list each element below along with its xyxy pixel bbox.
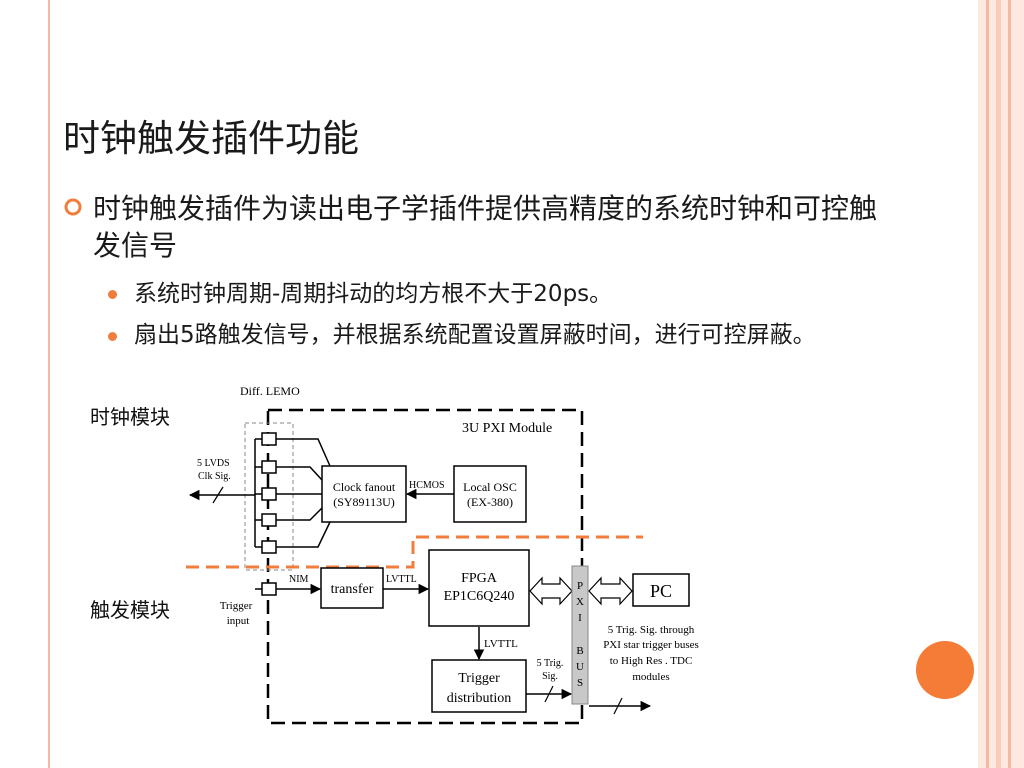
trigger-distribution-label: Trigger xyxy=(458,671,500,686)
frame-left-line xyxy=(48,0,50,768)
lemo-connector-icon xyxy=(255,513,284,527)
note-text: PXI star trigger buses xyxy=(603,639,699,651)
trigger-input-label: Trigger xyxy=(220,600,253,612)
note-text: 5 Trig. Sig. through xyxy=(608,624,695,636)
bus-slash xyxy=(613,697,623,715)
note-text: modules xyxy=(632,671,669,683)
trig-sig-label: Sig. xyxy=(542,671,558,682)
nim-label: NIM xyxy=(289,574,309,585)
trigger-distribution-box xyxy=(431,659,527,713)
fanout-lines xyxy=(284,438,331,548)
module-label: 3U PXI Module xyxy=(462,421,552,436)
pxi-bus-letter: I xyxy=(578,612,582,624)
lemo-connector-icon xyxy=(255,432,284,446)
pxi-bus-letter: B xyxy=(576,645,583,657)
local-osc-label: (EX-380) xyxy=(467,495,513,509)
note-text: to High Res . TDC xyxy=(610,655,693,667)
local-osc-label: Local OSC xyxy=(463,480,517,494)
clock-module-label: 时钟模块 xyxy=(90,405,170,429)
trig-sig-label: 5 Trig. xyxy=(537,658,564,669)
ring-bullet-icon xyxy=(64,198,82,216)
lvds-label: 5 LVDS xyxy=(197,458,230,469)
lemo-connector-icon xyxy=(255,487,284,501)
pxi-bus-letter: P xyxy=(577,580,583,592)
module-divider xyxy=(186,535,643,569)
pc-box xyxy=(632,573,690,607)
diff-lemo-label: Diff. LEMO xyxy=(240,384,300,398)
pxi-bus-letter: S xyxy=(577,677,583,689)
pxi-bus-letter: U xyxy=(576,661,584,673)
main-bullet-text: 时钟触发插件为读出电子学插件提供高精度的系统时钟和可控触发信号 xyxy=(93,192,878,262)
frame-stripe xyxy=(996,0,1001,768)
lemo-connectors xyxy=(255,432,284,596)
slide-title: 时钟触发插件功能 xyxy=(63,117,359,160)
trigger-module-label: 触发模块 xyxy=(90,598,170,622)
lvds-label: Clk Sig. xyxy=(198,471,231,482)
sub-bullet-2: 扇出5路触发信号，并根据系统配置设置屏蔽时间，进行可控屏蔽。 xyxy=(134,322,816,348)
frame-stripe xyxy=(986,0,989,768)
fpga-box xyxy=(428,549,530,627)
hcmos-label: HCMOS xyxy=(409,480,445,491)
fpga-bus-arrow xyxy=(529,576,573,606)
dot-bullet-icon xyxy=(108,290,117,299)
clock-fanout-label: (SY89113U) xyxy=(333,495,395,509)
frame-right-band xyxy=(978,0,1024,768)
transfer-box xyxy=(320,567,384,609)
sub-bullet-1: 系统时钟周期-周期抖动的均方根不大于20ps。 xyxy=(134,281,613,307)
trigger-input-label: input xyxy=(227,615,250,627)
transfer-label: transfer xyxy=(331,582,374,597)
pc-bus-arrow xyxy=(588,576,633,606)
fpga-label: EP1C6Q240 xyxy=(444,589,515,604)
pc-label: PC xyxy=(650,581,672,601)
clock-fanout-label: Clock fanout xyxy=(333,480,396,494)
fpga-label: FPGA xyxy=(461,571,498,586)
lemo-connector-icon xyxy=(255,582,284,596)
frame-stripe xyxy=(1008,0,1011,768)
dot-bullet-icon xyxy=(108,332,117,341)
clock-fanout-box xyxy=(321,465,407,523)
bus-slash xyxy=(212,486,224,504)
decorative-circle xyxy=(916,641,974,699)
lemo-connector-icon xyxy=(255,460,284,474)
lemo-connector-icon xyxy=(255,540,284,554)
local-osc-box xyxy=(453,465,527,523)
lvttl-label: LVTTL xyxy=(484,638,518,650)
trigger-distribution-label: distribution xyxy=(447,691,512,706)
lemo-group-boundary xyxy=(244,422,294,571)
pxi-bus-bar xyxy=(571,565,589,705)
lvttl-label: LVTTL xyxy=(386,574,417,585)
pxi-bus-letter: X xyxy=(576,596,584,608)
bus-slash xyxy=(544,685,554,703)
